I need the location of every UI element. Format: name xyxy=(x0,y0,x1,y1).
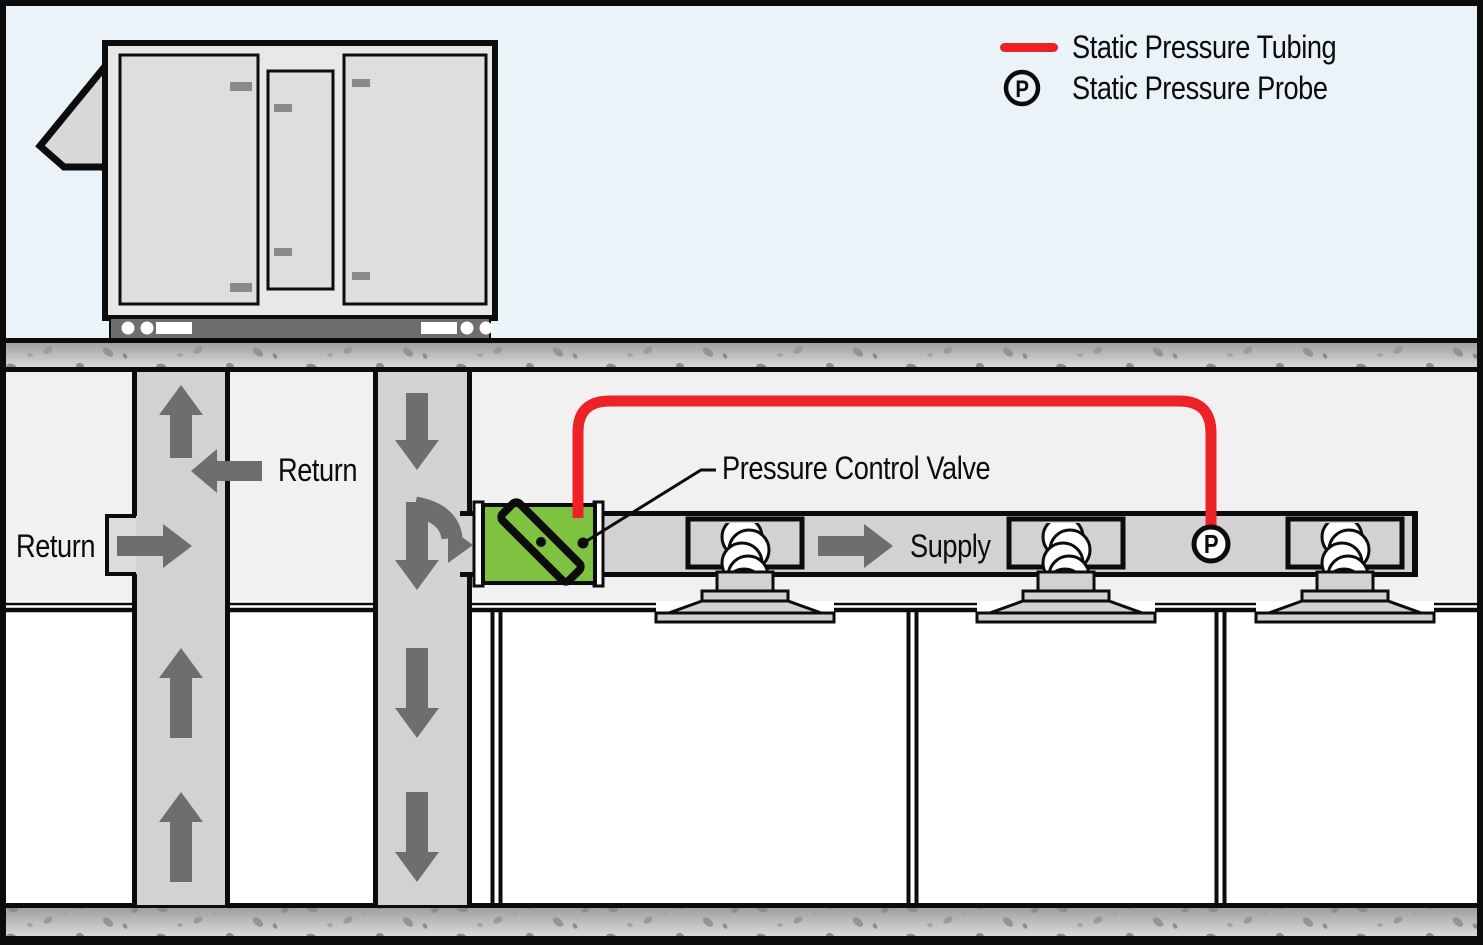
floor-slab-top-border xyxy=(0,903,1483,908)
ceiling-diffuser-2 xyxy=(975,516,1157,624)
legend-tubing-line-icon xyxy=(1000,43,1058,52)
room-wall-3 xyxy=(1214,611,1227,903)
damper-pivot-dot xyxy=(536,537,546,547)
supply-down-arrow-icon xyxy=(395,792,439,882)
ceiling-diffuser-3 xyxy=(1254,516,1436,624)
return-upper-label: Return xyxy=(278,453,357,489)
airflow-arrows xyxy=(117,385,893,882)
branch-right-head xyxy=(448,527,473,563)
diffuser-plate xyxy=(1254,611,1436,624)
base-bolt xyxy=(479,321,493,335)
probe-symbol: P xyxy=(1204,530,1219,559)
legend-tubing-label: Static Pressure Tubing xyxy=(1072,30,1336,66)
rtu-right-panel xyxy=(342,53,488,306)
room-wall-1 xyxy=(490,611,503,903)
panel-handle xyxy=(352,272,370,280)
valve-damper-blade xyxy=(497,498,585,586)
legend-probe-symbol: P xyxy=(1015,75,1029,102)
stub-bottom-border xyxy=(460,572,478,577)
pressure-control-valve xyxy=(472,498,605,588)
supply-right-arrow-icon xyxy=(818,524,893,568)
panel-handle xyxy=(230,283,252,292)
branch-down-arrow xyxy=(395,502,439,590)
roof-concrete-speckles xyxy=(0,343,1483,367)
return-inlet-border xyxy=(105,514,136,576)
ceiling-diffuser-1 xyxy=(654,516,836,624)
probe-circle-icon xyxy=(1191,524,1231,564)
supply-branch-arrow-icon xyxy=(395,496,473,590)
roof-slab-top-border xyxy=(0,338,1483,343)
rooms-background xyxy=(0,601,1483,903)
panel-handle xyxy=(352,79,370,87)
supply-down-arrow-icon xyxy=(395,393,439,470)
return-up-arrow-icon xyxy=(159,792,203,882)
supply-duct-top-border xyxy=(601,511,1418,516)
base-plate xyxy=(421,322,457,334)
ceiling xyxy=(5,602,1478,613)
legend-probe-label: Static Pressure Probe xyxy=(1072,71,1328,107)
stub-top-border xyxy=(460,511,478,516)
valve-leader-dot xyxy=(577,537,589,549)
return-up-arrow-icon xyxy=(159,648,203,738)
supply-duct-bottom-border xyxy=(601,572,1418,577)
panel-handle xyxy=(274,104,292,112)
floor-slab-bottom-border xyxy=(0,936,1483,941)
return-left-arrow-icon xyxy=(191,449,262,493)
supply-duct-end-cap xyxy=(1412,511,1418,577)
valve-leader-line xyxy=(584,468,716,544)
legend: Static Pressure Tubing P Static Pressure… xyxy=(1000,30,1337,107)
room-wall-2 xyxy=(906,611,919,903)
roof-slab-bottom-border xyxy=(0,367,1483,372)
legend-probe-circle-icon xyxy=(1003,69,1041,107)
pressure-control-valve-label: Pressure Control Valve xyxy=(722,451,990,487)
diffuser-plate xyxy=(975,611,1157,624)
rtu-center-panel xyxy=(266,69,335,291)
supply-label: Supply xyxy=(910,529,991,565)
return-side-label: Return xyxy=(16,529,95,565)
base-bolt xyxy=(460,321,474,335)
panel-handle xyxy=(274,248,292,256)
return-right-arrow-icon xyxy=(117,524,192,568)
base-bolt xyxy=(121,321,135,335)
static-pressure-probe: P xyxy=(1191,524,1231,564)
rooftop-unit xyxy=(35,40,498,340)
supply-down-arrow-icon xyxy=(395,648,439,738)
roof-slab xyxy=(0,338,1483,372)
rtu-left-panel xyxy=(118,53,260,306)
static-pressure-tubing-line xyxy=(572,395,1217,529)
return-up-arrow-icon xyxy=(159,385,203,458)
panel-handle xyxy=(230,82,252,91)
floor-slab xyxy=(0,903,1483,941)
diffuser-plate xyxy=(654,611,836,624)
base-bolt xyxy=(140,321,154,335)
rtu-base-rail xyxy=(109,317,493,340)
floor-concrete-speckles xyxy=(0,908,1483,936)
base-plate xyxy=(156,322,192,334)
